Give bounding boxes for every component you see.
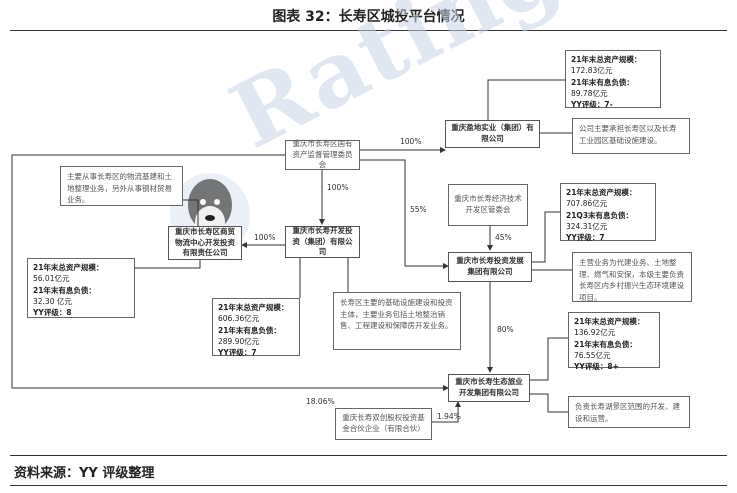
stat-label: 21年末有息负债：	[218, 325, 281, 335]
stat-value: 324.31亿元	[566, 221, 608, 231]
stat-value: 89.78亿元	[571, 88, 608, 98]
footer-rule-top	[10, 455, 727, 456]
stat-value: 32.30 亿元	[33, 296, 72, 306]
stats-touzi: 21年末总资产规模： 707.86亿元 21Q3末有息负债： 324.31亿元 …	[560, 183, 656, 242]
connector-shengtai-stats	[530, 337, 568, 381]
connector-touzi-stats	[532, 211, 560, 263]
stat-label: 21年末有息负债：	[571, 77, 634, 87]
stat-rating: YY评级：7-	[571, 100, 613, 109]
node-touzi: 重庆市长寿投资发展集团有限公司	[448, 252, 532, 282]
stat-value: 172.83亿元	[571, 66, 613, 76]
pct-sasac-touzi: 55%	[410, 205, 427, 214]
stats-zhidi: 21年末总资产规模： 172.83亿元 21年末有息负债： 89.78亿元 YY…	[565, 50, 661, 109]
source-note: 资料来源：YY 评级整理	[14, 466, 155, 481]
node-shengtai: 重庆市长寿生态旅业开发集团有限公司	[448, 374, 530, 402]
node-jingkai: 重庆市长寿经济技术开发区管委会	[448, 184, 528, 226]
stat-value: 707.86亿元	[566, 199, 608, 209]
pct-fund-shengtai: 1.94%	[437, 412, 461, 421]
desc-shangmao: 主要从事长寿区的物流基建和土地整理业务，另外从事钢材贸易业务。	[60, 166, 183, 206]
desc-kaifa: 长寿区主要的基础设施建设和投资主体，主要业务包括土地整治销售、工程建设和保障房开…	[333, 292, 461, 350]
stat-value: 76.55亿元	[574, 350, 611, 360]
stat-value: 606.36亿元	[218, 314, 260, 324]
node-sasac: 重庆市长寿区国有资产监督管理委员会	[285, 139, 360, 170]
stats-shangmao: 21年末总资产规模： 56.01亿元 21年末有息负债： 32.30 亿元 YY…	[27, 258, 135, 318]
desc-zhidi: 公司主要承担长寿区以及长寿工业园区基础设施建设。	[572, 118, 690, 154]
footer-rule-bottom	[10, 485, 727, 486]
stat-label: 21年末总资产规模：	[571, 55, 642, 64]
edge-sasac-touzi	[360, 159, 449, 269]
edge-sasac-shengtai	[11, 154, 449, 391]
pct-kaifa-shangmao: 100%	[254, 233, 276, 242]
stat-label: 21年末总资产规模：	[566, 188, 637, 197]
stat-label: 21年末总资产规模：	[574, 317, 645, 326]
stat-rating: YY评级：8	[33, 308, 72, 317]
stat-rating: YY评级：7	[218, 348, 257, 357]
stats-shengtai: 21年末总资产规模： 136.92亿元 21年末有息负债： 76.55亿元 YY…	[568, 312, 660, 371]
stat-label: 21Q3末有息负债：	[566, 210, 634, 220]
node-kaifa: 重庆市长寿开发投资（集团）有限公司	[285, 226, 360, 258]
pct-touzi-shengtai: 80%	[497, 325, 514, 334]
stat-value: 56.01亿元	[33, 274, 70, 284]
pct-sasac-kaifa: 100%	[327, 183, 349, 192]
stat-rating: YY评级：8+	[574, 362, 619, 371]
desc-touzi: 主营业务为代建业务、土地整理、燃气和安保，本级主要负责长寿区内乡村振兴生态环境建…	[572, 252, 692, 302]
stat-label: 21年末总资产规模：	[33, 263, 104, 272]
pct-sasac-zhidi: 100%	[400, 137, 422, 146]
connector-shengtai-desc	[530, 393, 568, 413]
node-fund: 重庆长寿双创股权投资基金合伙企业（有限合伙）	[335, 408, 432, 440]
pct-sasac-shengtai: 18.06%	[306, 397, 335, 406]
stats-kaifa: 21年末总资产规模： 606.36亿元 21年末有息负债： 289.90亿元 Y…	[212, 298, 300, 357]
stat-value: 136.92亿元	[574, 328, 616, 338]
connector-shangmao-stats	[135, 258, 201, 269]
stat-value: 289.90亿元	[218, 336, 260, 346]
connector-shangmao-desc	[183, 199, 199, 230]
figure-title: 图表 32：长寿区城投平台情况	[272, 9, 465, 25]
stat-label: 21年末有息负债：	[33, 285, 96, 295]
connector-zhidi-stats	[487, 79, 565, 120]
stat-label: 21年末总资产规模：	[218, 303, 289, 312]
node-shangmao: 重庆市长寿区商贸物流中心开发投资有限责任公司	[168, 226, 242, 260]
pct-jingkai-touzi: 45%	[495, 233, 512, 242]
stat-label: 21年末有息负债：	[574, 339, 637, 349]
edge-fund-shengtai	[432, 401, 461, 423]
title-rule	[10, 30, 727, 31]
desc-shengtai: 负责长寿湖景区范围的开发、建设和运营。	[568, 396, 690, 428]
stat-rating: YY评级：7	[566, 233, 605, 242]
node-zhidi: 重庆盈地实业（集团）有限公司	[445, 120, 540, 148]
